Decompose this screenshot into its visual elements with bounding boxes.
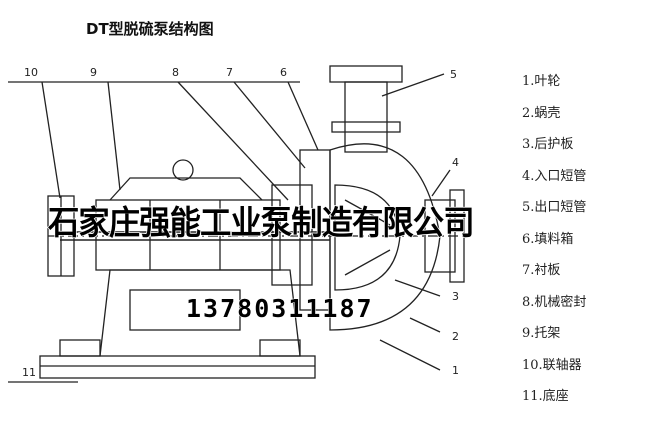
legend-item-impeller: 1.叶轮 xyxy=(522,74,561,89)
legend-item-volute: 2.蜗壳 xyxy=(522,105,561,121)
discharge-flange-low xyxy=(331,121,401,133)
legend-item-coupling: 10.联轴器 xyxy=(522,357,582,373)
callout-1: 1 xyxy=(452,364,459,377)
leader-9 xyxy=(107,81,121,191)
legend-item-outlet-pipe: 5.出口短管 xyxy=(522,200,587,215)
leader-6 xyxy=(287,81,319,151)
lifting-eye xyxy=(172,159,194,181)
base-plate xyxy=(39,355,316,379)
legend-item-inlet-pipe: 4.入口短管 xyxy=(522,168,587,184)
base-foot-left xyxy=(59,339,101,357)
callout-4: 4 xyxy=(452,156,459,169)
leader-5 xyxy=(381,73,445,97)
leader-1 xyxy=(379,339,441,371)
legend-item-mech-seal: 8.机械密封 xyxy=(522,294,587,310)
legend-item-stuffing-box: 6.填料箱 xyxy=(522,231,574,247)
base-foot-right xyxy=(259,339,301,357)
callout-10: 10 xyxy=(24,66,38,79)
bearing-housing xyxy=(95,199,281,271)
seal-box xyxy=(271,184,313,286)
leader-10 xyxy=(41,81,61,199)
legend-item-bracket: 9.托架 xyxy=(522,326,561,341)
impeller xyxy=(334,184,401,291)
callout-11: 11 xyxy=(22,366,36,379)
leader-4 xyxy=(431,169,451,197)
callout-8: 8 xyxy=(172,66,179,79)
callout-9: 9 xyxy=(90,66,97,79)
discharge-pipe xyxy=(344,81,388,153)
watermark-company: 石家庄强能工业泵制造有限公司 xyxy=(47,202,475,243)
page-title: DT型脱硫泵结构图 xyxy=(86,20,214,38)
watermark-phone: 13780311187 xyxy=(186,294,374,324)
callout-6: 6 xyxy=(280,66,287,79)
callout-7: 7 xyxy=(226,66,233,79)
leader-2 xyxy=(409,317,441,333)
suction-flange xyxy=(449,189,465,283)
leader-3 xyxy=(394,279,441,297)
suction-pipe xyxy=(424,199,456,273)
callout-3: 3 xyxy=(452,290,459,303)
discharge-flange xyxy=(329,65,403,83)
leader-8 xyxy=(177,81,289,201)
parts-legend: 1.叶轮 2.蜗壳 3.后护板 4.入口短管 5.出口短管 6.填料箱 7.衬板… xyxy=(522,66,650,413)
legend-item-liner: 7.衬板 xyxy=(522,263,561,278)
impeller-vane xyxy=(344,249,391,276)
volute-casing xyxy=(329,143,441,331)
leader-7 xyxy=(233,81,306,169)
support-window xyxy=(129,289,241,331)
impeller-vane xyxy=(344,199,391,226)
callout-5: 5 xyxy=(450,68,457,81)
legend-item-base: 11.底座 xyxy=(522,389,569,404)
legend-item-rear-plate: 3.后护板 xyxy=(522,137,574,152)
callout-2: 2 xyxy=(452,330,459,343)
